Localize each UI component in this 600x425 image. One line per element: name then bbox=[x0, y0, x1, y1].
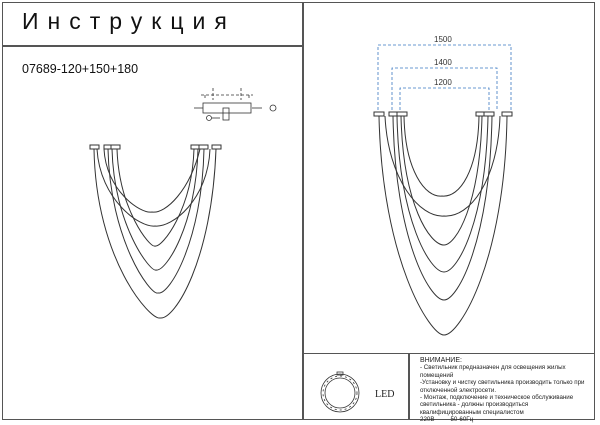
voltage: 220В bbox=[420, 416, 435, 424]
note-line: - Светильник предназначен для освещения … bbox=[420, 364, 566, 372]
notes-box bbox=[302, 353, 595, 421]
page-frame bbox=[2, 2, 595, 420]
model-number: 07689-120+150+180 bbox=[22, 62, 139, 76]
mounting-detail bbox=[194, 88, 277, 121]
notes-heading: ВНИМАНИЕ: bbox=[420, 357, 462, 364]
note-line: светильника - должны производиться bbox=[420, 401, 529, 409]
frequency: 50-60Гц bbox=[450, 416, 474, 424]
led-ring-icon bbox=[320, 371, 360, 413]
page-title: Инструкция bbox=[22, 8, 236, 34]
title-divider bbox=[2, 45, 302, 47]
dimension-1400: 1400 bbox=[434, 58, 452, 67]
note-line: квалифицированным специалистом bbox=[420, 408, 524, 416]
dimension-lines bbox=[377, 44, 512, 110]
left-chandelier-drawing bbox=[89, 144, 222, 319]
note-line: - Монтаж, подключение и техническое обсл… bbox=[420, 394, 574, 402]
note-line: отключенной электросети. bbox=[420, 386, 497, 394]
dimension-1500: 1500 bbox=[434, 35, 452, 44]
note-line: -Установку и чистку светильника производ… bbox=[420, 379, 585, 387]
warning-notes: ВНИМАНИЕ: - Светильник предназначен для … bbox=[420, 357, 595, 424]
note-line: помещений bbox=[420, 371, 454, 379]
right-chandelier-drawing bbox=[373, 111, 513, 336]
dimension-1200: 1200 bbox=[434, 78, 452, 87]
notes-divider bbox=[408, 353, 410, 420]
vertical-divider bbox=[302, 2, 304, 420]
led-label: LED bbox=[375, 389, 395, 400]
